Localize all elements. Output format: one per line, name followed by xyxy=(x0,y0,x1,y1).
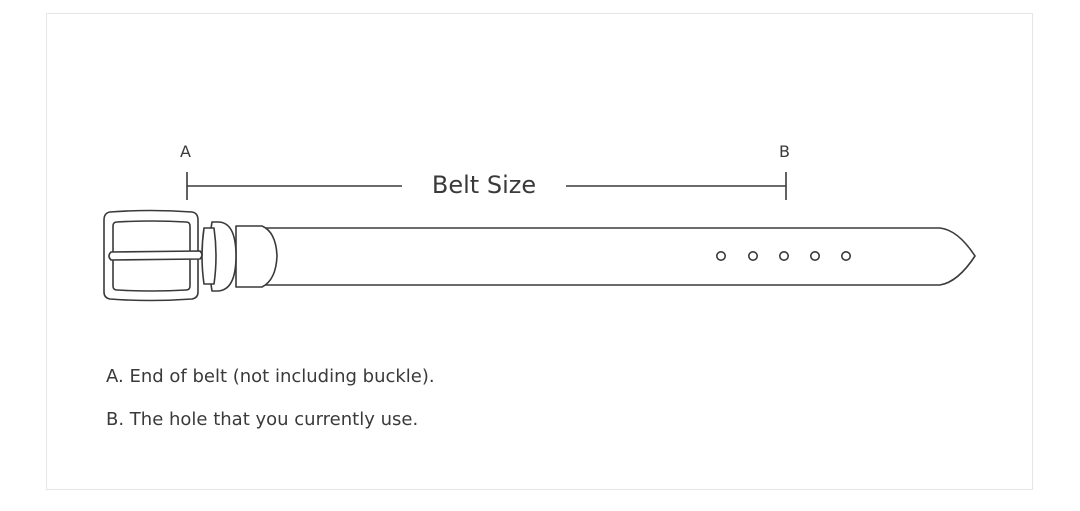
belt-holes xyxy=(715,251,851,262)
belt-hole xyxy=(715,251,726,262)
belt-hole xyxy=(747,251,758,262)
legend-item-a: A. End of belt (not including buckle). xyxy=(106,366,435,387)
belt-hole xyxy=(778,251,789,262)
buckle-prong xyxy=(108,250,203,261)
legend-item-b: B. The hole that you currently use. xyxy=(106,409,419,430)
belt-end-cap xyxy=(235,225,278,288)
belt-hole xyxy=(840,251,851,262)
belt-illustration xyxy=(103,209,976,302)
belt-hole xyxy=(809,251,820,262)
measurement-line xyxy=(186,172,787,200)
point-a-label: A xyxy=(180,142,191,161)
belt-size-label: Belt Size xyxy=(432,171,536,199)
belt-strap xyxy=(254,227,976,286)
belt-keeper-inner xyxy=(201,227,217,285)
buckle-inner-frame xyxy=(112,220,191,292)
point-b-label: B xyxy=(779,142,790,161)
